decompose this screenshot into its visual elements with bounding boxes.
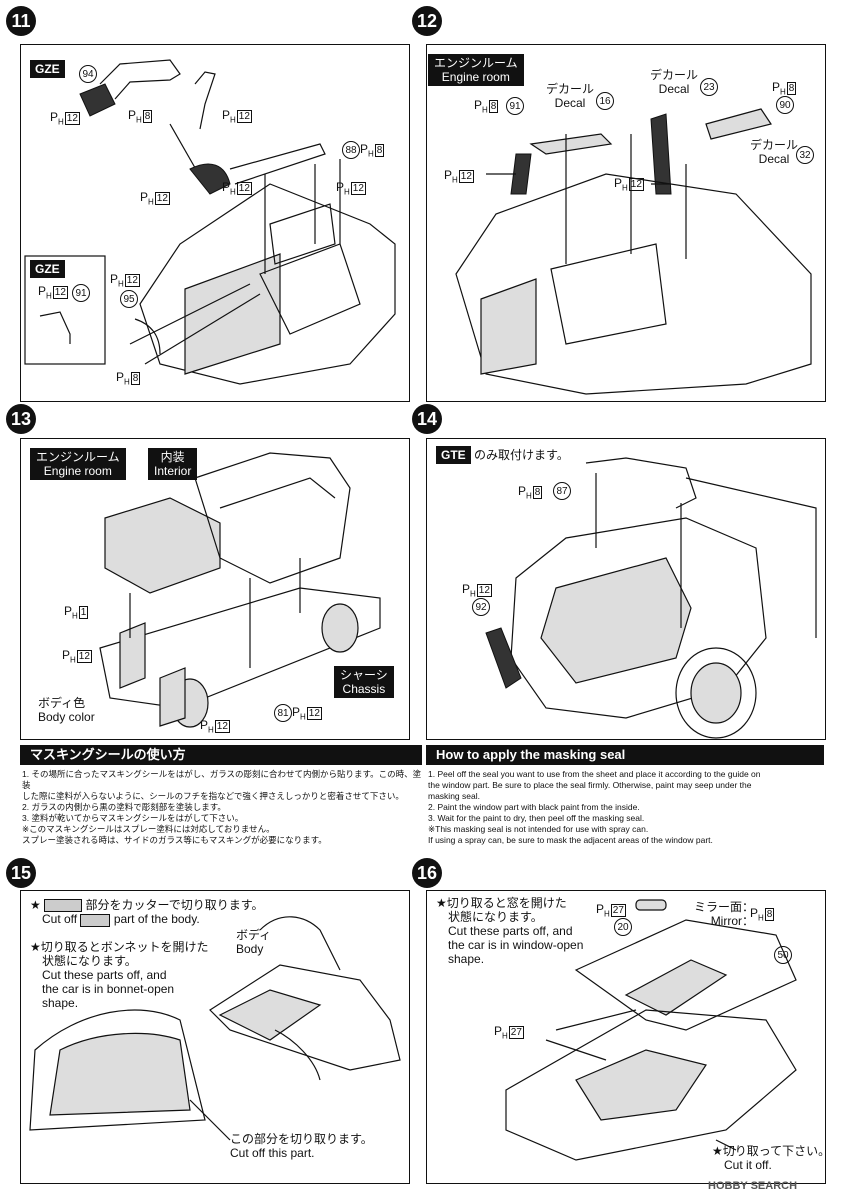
part-92: 92 — [472, 598, 490, 616]
gte-note: GTE のみ取付けます。 — [436, 446, 569, 464]
step-11-number: 11 — [6, 6, 36, 36]
step-14-number: 14 — [412, 404, 442, 434]
part-20: 20 — [614, 918, 632, 936]
step-16-drawing — [505, 899, 797, 1161]
step-12-number: 12 — [412, 6, 442, 36]
masking-text-jp: 1. その場所に合ったマスキングシールをはがし、ガラスの彫刻に合わせて内側から貼… — [22, 769, 422, 845]
decal-32-number: 32 — [796, 146, 814, 164]
step-15-panel — [20, 890, 410, 1184]
step-12-drawing — [455, 108, 812, 395]
part-90: 90 — [776, 96, 794, 114]
part-94: 94 — [79, 65, 97, 83]
cut-off-this-part-label: この部分を切り取ります。Cut off this part. — [230, 1132, 373, 1160]
cut-swatch-2 — [80, 913, 111, 927]
part-50: 50 — [774, 946, 792, 964]
step-11-drawing — [24, 59, 396, 385]
step-14-drawing — [485, 457, 817, 739]
step-15-instruction-2: ★切り取るとボンネットを開けた 状態になります。 Cut these parts… — [30, 940, 209, 1010]
step-13-number: 13 — [6, 404, 36, 434]
gte-tag: GTE — [436, 446, 471, 464]
gze-tag: GZE — [30, 60, 65, 78]
step-13-drawing — [99, 452, 381, 728]
watermark: HOBBY SEARCH — [708, 1180, 798, 1192]
masking-heading-jp: マスキングシールの使い方 — [20, 745, 422, 765]
step-16-instruction: ★切り取ると窓を開けた 状態になります。 Cut these parts off… — [436, 896, 584, 966]
gte-note-text: のみ取付けます。 — [474, 448, 569, 462]
part-95: 95 — [120, 290, 138, 308]
masking-heading-en: How to apply the masking seal — [426, 745, 824, 765]
step-15-drawing — [29, 916, 401, 1141]
step-15-number: 15 — [6, 858, 36, 888]
part-88: 88 — [342, 141, 360, 159]
mirror-label: ミラー面： Mirror： — [694, 900, 755, 928]
decal-23-number: 23 — [700, 78, 718, 96]
cut-it-off-label: ★切り取って下さい。 Cut it off. — [712, 1144, 831, 1172]
masking-text-en: 1. Peel off the seal you want to use fro… — [428, 769, 761, 845]
decal-16-number: 16 — [596, 92, 614, 110]
part-87: 87 — [553, 482, 571, 500]
step-16-panel — [426, 890, 826, 1184]
gze-tag-inset: GZE — [30, 260, 65, 278]
cut-swatch — [44, 899, 83, 913]
step-16-number: 16 — [412, 858, 442, 888]
part-91-s12: 91 — [506, 97, 524, 115]
part-81: 81 — [274, 704, 292, 722]
step-15-instruction-1: ★ 部分をカッターで切り取ります。 Cut off part of the bo… — [30, 898, 264, 927]
part-91: 91 — [72, 284, 90, 302]
